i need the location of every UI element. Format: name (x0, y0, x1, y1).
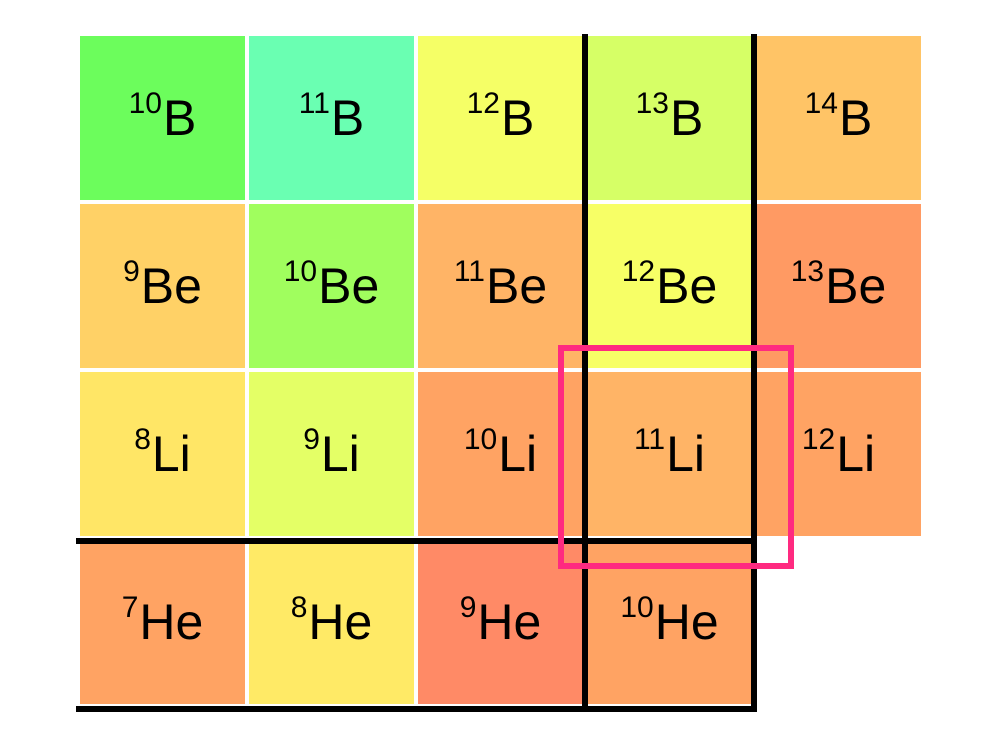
boundary-line-horizontal-mid (76, 538, 757, 544)
element-symbol: Li (320, 426, 360, 482)
nuclide-cell-10b: 10B (80, 36, 247, 202)
nuclide-label: 10B (129, 89, 197, 146)
nuclide-label: 9Li (303, 425, 360, 482)
element-symbol: B (839, 90, 873, 146)
nuclide-cell-8he: 8He (249, 540, 416, 706)
element-symbol: He (308, 594, 373, 650)
nuclide-cell-9he: 9He (418, 540, 585, 706)
mass-number: 9 (123, 255, 140, 288)
mass-number: 9 (459, 591, 477, 624)
nuclide-label: 10Li (464, 425, 538, 482)
mass-number: 8 (134, 423, 151, 456)
mass-number: 10 (620, 591, 654, 624)
highlight-box (558, 345, 794, 569)
nuclide-cell-10li: 10Li (418, 372, 585, 538)
element-symbol: He (654, 594, 719, 650)
element-symbol: Li (836, 426, 876, 482)
nuclide-cell-9be: 9Be (80, 204, 247, 370)
boundary-line-horizontal-bottom (76, 706, 757, 712)
nuclide-cell-13be: 13Be (756, 204, 923, 370)
mass-number: 10 (283, 255, 318, 288)
mass-number: 11 (633, 423, 666, 456)
element-symbol: Be (485, 258, 548, 314)
mass-number: 10 (128, 87, 162, 120)
nuclide-cell-9li: 9Li (249, 372, 416, 538)
mass-number: 13 (790, 255, 825, 288)
nuclide-cell-12li: 12Li (756, 372, 923, 538)
nuclide-cell-11b: 11B (249, 36, 416, 202)
mass-number: 12 (801, 423, 836, 456)
nuclide-cell-14b: 14B (756, 36, 923, 202)
mass-number: 12 (621, 255, 656, 288)
element-symbol: B (163, 90, 197, 146)
element-symbol: B (501, 90, 535, 146)
nuclide-cell-11li: 11Li (587, 372, 754, 538)
mass-number: 7 (121, 591, 139, 624)
boundary-line-vertical-right (751, 34, 757, 712)
nuclide-label: 7He (122, 593, 204, 650)
nuclide-cell-12be: 12Be (587, 204, 754, 370)
nuclide-label: 10Be (284, 257, 380, 314)
element-symbol: Li (666, 426, 706, 482)
element-symbol: Be (318, 258, 380, 314)
nuclide-label: 14B (805, 89, 873, 146)
nuclide-label: 8He (291, 593, 373, 650)
mass-number: 11 (298, 87, 330, 120)
nuclide-cell-8li: 8Li (80, 372, 247, 538)
nuclide-cell-11be: 11Be (418, 204, 585, 370)
nuclide-label: 11B (299, 89, 365, 146)
element-symbol: He (477, 594, 542, 650)
nuclide-label: 12B (467, 89, 535, 146)
element-symbol: Be (656, 258, 718, 314)
element-symbol: He (139, 594, 204, 650)
nuclide-label: 12Li (802, 425, 876, 482)
element-symbol: Be (140, 258, 202, 314)
mass-number: 11 (453, 255, 485, 288)
element-symbol: B (670, 90, 704, 146)
nuclide-label: 13B (636, 89, 704, 146)
mass-number: 14 (804, 87, 838, 120)
nuclide-label: 9He (460, 593, 542, 650)
nuclide-cell-13b: 13B (587, 36, 754, 202)
nuclide-label: 10He (620, 593, 719, 650)
mass-number: 8 (290, 591, 308, 624)
nuclide-label: 9Be (123, 257, 202, 314)
nuclide-cell-10be: 10Be (249, 204, 416, 370)
element-symbol: Li (151, 426, 191, 482)
boundary-line-vertical-left (582, 34, 588, 712)
mass-number: 13 (635, 87, 669, 120)
nuclide-label: 11Li (634, 425, 706, 482)
nuclide-cell-12b: 12B (418, 36, 585, 202)
element-symbol: B (330, 90, 365, 146)
nuclide-cell-7he: 7He (80, 540, 247, 706)
nuclide-label: 11Be (454, 257, 548, 314)
mass-number: 9 (303, 423, 320, 456)
mass-number: 10 (463, 423, 498, 456)
mass-number: 12 (466, 87, 500, 120)
element-symbol: Li (498, 426, 538, 482)
nuclide-label: 12Be (622, 257, 718, 314)
element-symbol: Be (825, 258, 887, 314)
nuclide-label: 8Li (134, 425, 191, 482)
nuclide-label: 13Be (791, 257, 887, 314)
